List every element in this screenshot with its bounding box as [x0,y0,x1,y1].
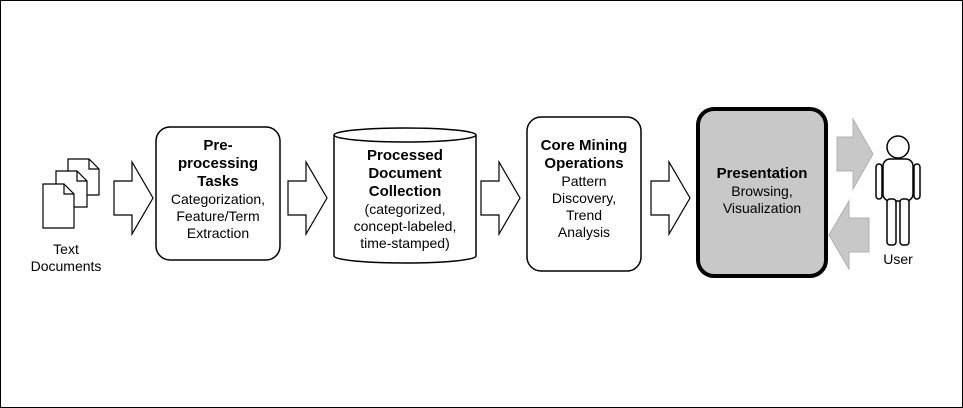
collection-title-line3: Collection [368,183,442,200]
mining-title-line1: Core Mining [540,137,628,154]
text-documents-label-line2: Documents [30,258,102,274]
preprocessing-label: Pre- processing Tasks Categorization, Fe… [156,137,280,242]
collection-cylinder [333,127,477,264]
arrow-from-user [828,199,870,271]
presentation-sub-line2: Visualization [722,200,802,216]
text-documents-label: Text Documents [21,241,111,275]
arrow-to-user [836,117,874,191]
preprocessing-sub-line1: Categorization, [170,191,266,207]
collection-title-line1: Processed [367,147,443,164]
presentation-sub-line1: Browsing, [731,183,793,199]
user-label-text: User [883,251,913,267]
arrow-to-presentation [650,159,691,237]
presentation-title: Presentation [716,165,808,182]
preprocessing-title-line1: Pre- [203,137,233,154]
mining-sub-line2: Discovery, [551,190,617,206]
presentation-box [696,107,828,278]
collection-sub-line3: time-stamped) [360,235,450,251]
mining-sub-line4: Analysis [557,224,611,240]
collection-label: Processed Document Collection (categoriz… [334,147,476,252]
collection-title-line2: Document [368,165,442,182]
mining-sub-line1: Pattern [561,173,607,189]
collection-sub-line1: (categorized, [364,201,446,217]
preprocessing-box [155,126,281,261]
preprocessing-title-line3: Tasks [197,173,239,190]
user-label: User [868,251,928,268]
mining-title-line2: Operations [544,155,624,172]
collection-sub-line2: concept-labeled, [353,218,457,234]
arrow-to-mining [480,159,521,237]
presentation-label: Presentation Browsing, Visualization [698,165,826,217]
documents-icon [42,158,100,229]
mining-sub-line3: Trend [565,207,603,223]
arrow-to-preprocessing [113,159,154,237]
mining-box [526,116,642,272]
user-icon [875,135,921,246]
preprocessing-sub-line3: Extraction [186,225,250,241]
arrow-to-collection [287,159,328,237]
mining-label: Core Mining Operations Pattern Discovery… [527,137,641,241]
text-documents-label-line1: Text [53,241,79,257]
preprocessing-sub-line2: Feature/Term [176,208,260,224]
preprocessing-title-line2: processing [177,155,259,172]
